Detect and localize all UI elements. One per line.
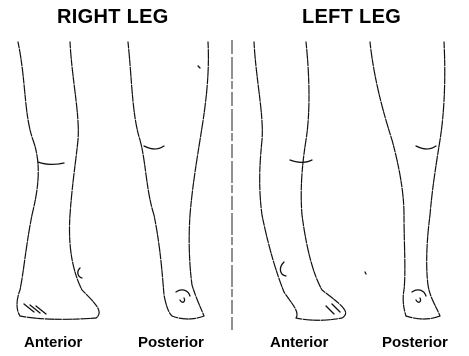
left-leg-posterior-label: Posterior bbox=[382, 334, 448, 351]
right-leg-posterior-drawing bbox=[128, 42, 208, 319]
right-leg-anterior-drawing bbox=[17, 42, 99, 319]
left-leg-posterior-drawing bbox=[365, 42, 445, 319]
right-leg-anterior-label: Anterior bbox=[24, 334, 82, 351]
right-leg-posterior-label: Posterior bbox=[138, 334, 204, 351]
left-leg-anterior-drawing bbox=[254, 42, 346, 320]
left-leg-anterior-label: Anterior bbox=[270, 334, 328, 351]
